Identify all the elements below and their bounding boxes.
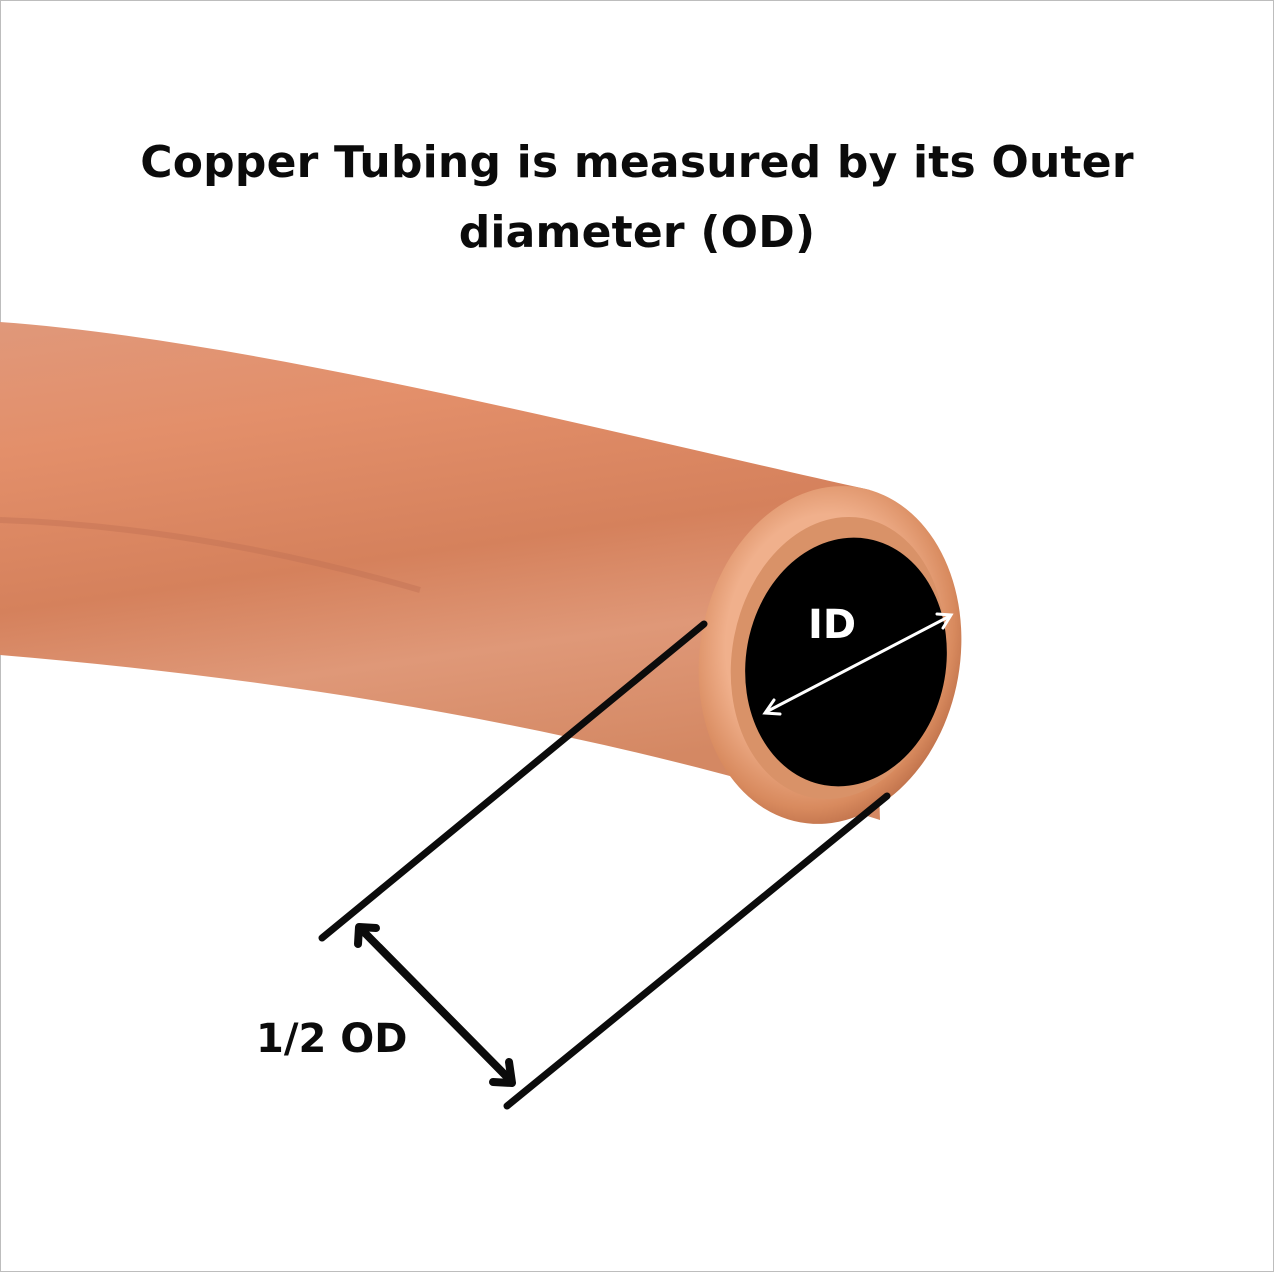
inner-diameter-label: ID — [808, 602, 857, 648]
tube-bore — [745, 537, 947, 787]
diagram-title: Copper Tubing is measured by its Outer d… — [0, 128, 1274, 268]
title-line-1: Copper Tubing is measured by its Outer — [140, 137, 1134, 188]
title-line-2: diameter (OD) — [458, 207, 816, 258]
outer-diameter-label: 1/2 OD — [256, 1016, 408, 1062]
tube-crease — [0, 517, 421, 593]
tube-body — [0, 322, 880, 820]
od-dimension-arrow — [354, 923, 516, 1087]
id-arrow — [762, 612, 954, 716]
od-extension-lines — [318, 620, 891, 1110]
